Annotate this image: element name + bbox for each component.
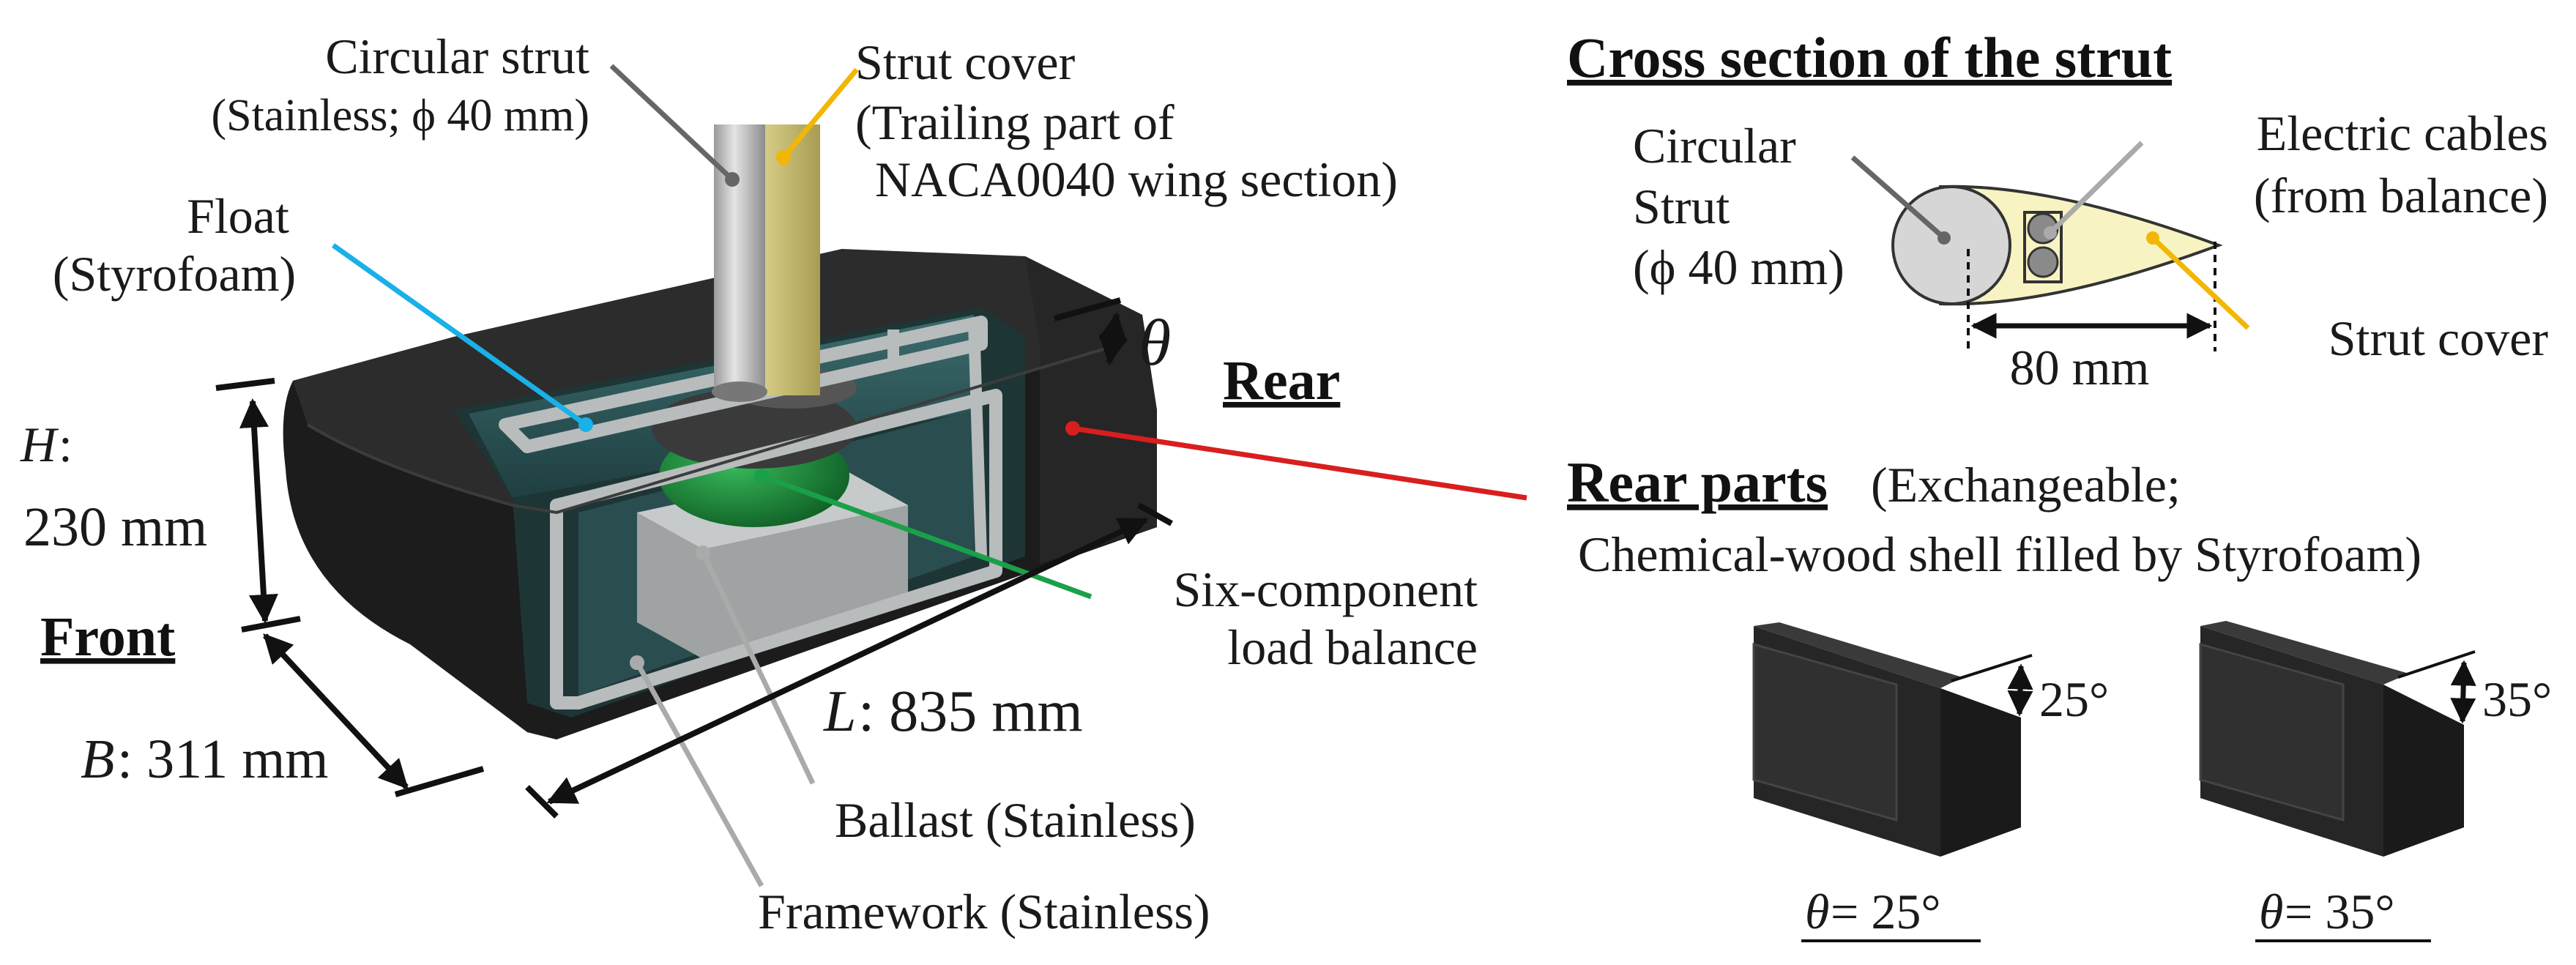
- cs-label-cables-2: (from balance): [2254, 168, 2548, 223]
- label-height-value: 230 mm: [23, 496, 207, 558]
- cross-section-title: Cross section of the strut: [1567, 26, 2172, 89]
- model-labels: Circular strut (Stainless; ϕ 40 mm) Stru…: [20, 29, 1478, 939]
- cs-label-strut-3: (ϕ 40 mm): [1633, 239, 1844, 295]
- leader-balance-dot: [754, 469, 769, 483]
- rear-part-35-caption-theta: θ: [2259, 884, 2283, 939]
- label-length-symbol: L: [823, 679, 857, 744]
- breadth-tick: [394, 766, 485, 797]
- label-front: Front: [40, 606, 175, 668]
- circular-strut-shape: [714, 124, 765, 392]
- rear-part-25-caption-theta: θ: [1805, 884, 1829, 939]
- leader-ballast-dot: [696, 545, 710, 560]
- leader-circular-strut: [609, 64, 734, 182]
- cs-label-strut-2: Strut: [1633, 179, 1730, 234]
- length-tick-right: [1137, 502, 1173, 526]
- strut-base: [712, 381, 767, 402]
- length-tick-left: [525, 785, 559, 819]
- label-height-symbol: H: [20, 417, 59, 472]
- breadth-arrow: [263, 633, 409, 789]
- leader-float: [331, 243, 588, 427]
- label-framework: Framework (Stainless): [758, 884, 1210, 939]
- theta-arrow: [1098, 312, 1128, 365]
- label-rear: Rear: [1223, 350, 1340, 411]
- label-float: Float: [187, 188, 289, 244]
- rear-part-25-angle: 25°: [2039, 671, 2109, 727]
- hull-rear-face: [1025, 256, 1157, 564]
- label-float-material: (Styrofoam): [53, 246, 296, 302]
- leader-strut-cover: [781, 67, 859, 160]
- leader-rear-dot: [1065, 421, 1080, 436]
- dimension-arrows: [215, 297, 1173, 819]
- hull-edge: [306, 343, 1121, 515]
- theta-tick: [1053, 297, 1122, 321]
- cross-section-cable-box: [2023, 211, 2063, 283]
- leader-cs-cover: [2151, 236, 2250, 330]
- height-tick-bottom: [241, 616, 301, 633]
- leader-strut-cover-dot: [776, 150, 791, 165]
- label-circular-strut-material: (Stainless; ϕ 40 mm): [211, 91, 589, 141]
- rear-parts-panel: Rear parts (Exchangeable; Chemical-wood …: [1567, 450, 2552, 942]
- cs-label-cables-1: Electric cables: [2257, 105, 2548, 161]
- leader-cs-strut: [1850, 155, 1946, 240]
- rear-part-35-angle: 35°: [2482, 671, 2552, 727]
- height-arrow: [239, 398, 278, 624]
- cs-label-strut-1: Circular: [1633, 118, 1796, 174]
- label-ballast: Ballast (Stainless): [835, 792, 1196, 848]
- rear-part-25-caption-value: = 25°: [1831, 884, 1941, 939]
- label-breadth-symbol: B: [81, 729, 114, 790]
- label-breadth-value: : 311 mm: [117, 729, 329, 790]
- label-length-value: : 835 mm: [858, 679, 1083, 744]
- leader-framework: [634, 661, 764, 887]
- model-illustration: [283, 124, 1158, 739]
- leader-circular-strut-dot: [725, 172, 740, 187]
- leader-cs-cables: [2048, 141, 2144, 235]
- leader-cs-cover-dot: [2146, 231, 2159, 245]
- cross-section-cable-2: [2027, 246, 2059, 278]
- rear-part-35: 35° θ = 35°: [2199, 621, 2552, 942]
- label-theta: θ: [1139, 307, 1171, 379]
- height-tick-top: [215, 378, 275, 391]
- rear-parts-note-2: Chemical-wood shell filled by Styrofoam): [1578, 526, 2421, 582]
- cross-section-strut: [1891, 185, 2011, 305]
- framework-post: [887, 321, 987, 557]
- cross-section-panel: Cross section of the strut Circular Stru…: [1567, 26, 2548, 395]
- length-arrow: [546, 517, 1149, 805]
- leader-rear: [1072, 425, 1527, 501]
- leader-framework-dot: [630, 655, 644, 670]
- label-height-colon: :: [59, 417, 72, 472]
- cross-section-cover: [1939, 185, 2223, 306]
- label-strut-cover: Strut cover: [855, 34, 1076, 90]
- label-balance-2: load balance: [1227, 619, 1478, 675]
- cs-label-cover: Strut cover: [2329, 310, 2549, 366]
- label-strut-cover-detail-2: NACA0040 wing section): [875, 152, 1398, 207]
- rear-parts-title: Rear parts: [1567, 450, 1828, 514]
- rear-part-25: 25° θ = 25°: [1752, 622, 2109, 942]
- label-balance-1: Six-component: [1173, 562, 1478, 617]
- label-circular-strut: Circular strut: [325, 29, 589, 84]
- leader-cs-cables-dot: [2044, 226, 2057, 239]
- rear-parts-note-1: (Exchangeable;: [1871, 457, 2181, 513]
- leader-float-dot: [578, 417, 593, 432]
- rear-part-35-caption-value: = 35°: [2285, 884, 2395, 939]
- leader-cs-strut-dot: [1937, 231, 1951, 245]
- cs-label-chord: 80 mm: [2010, 340, 2150, 395]
- label-strut-cover-detail-1: (Trailing part of: [855, 94, 1175, 150]
